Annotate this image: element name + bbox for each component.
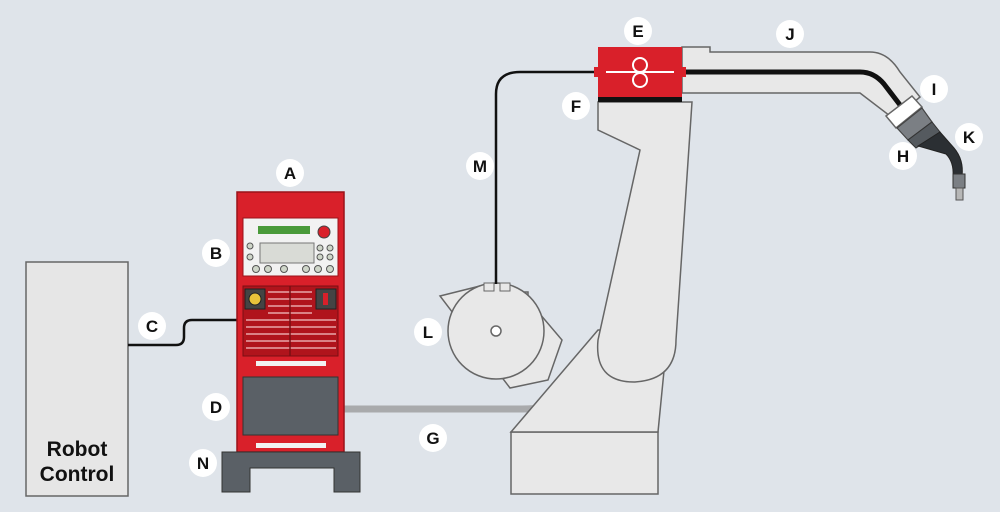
label-G: G <box>419 424 447 452</box>
robot-upper-arm <box>596 101 693 383</box>
label-A: A <box>276 159 304 187</box>
robot-base <box>510 431 659 495</box>
control-cable <box>128 318 240 347</box>
svg-text:G: G <box>426 429 439 448</box>
torch-tip <box>955 187 964 201</box>
label-F: F <box>562 92 590 120</box>
robot-control-cabinet: Robot Control <box>25 261 129 497</box>
label-B: B <box>202 239 230 267</box>
label-D: D <box>202 393 230 421</box>
svg-text:H: H <box>897 147 909 166</box>
svg-text:N: N <box>197 454 209 473</box>
wire-drum <box>438 282 563 389</box>
robot-control-label-line1: Robot <box>47 438 108 461</box>
svg-text:E: E <box>632 22 643 41</box>
label-N: N <box>189 449 217 477</box>
cooling-unit <box>242 376 339 436</box>
label-H: H <box>889 142 917 170</box>
svg-text:F: F <box>571 97 581 116</box>
torch-cable <box>680 69 912 120</box>
svg-text:J: J <box>785 25 794 44</box>
svg-text:C: C <box>146 317 158 336</box>
torch-nozzle <box>952 173 966 189</box>
welding-power-source <box>236 191 345 453</box>
svg-text:M: M <box>473 157 487 176</box>
svg-text:K: K <box>963 128 976 147</box>
robot-control-label-line2: Control <box>40 463 115 486</box>
feeder-mount <box>598 97 682 102</box>
label-M: M <box>466 152 494 180</box>
label-J: J <box>776 20 804 48</box>
svg-text:D: D <box>210 398 222 417</box>
torch-mount <box>884 94 924 130</box>
wire-feeder <box>594 47 686 97</box>
svg-text:I: I <box>932 80 937 99</box>
label-K: K <box>955 123 983 151</box>
label-L: L <box>414 318 442 346</box>
svg-text:A: A <box>284 164 296 183</box>
trolley <box>221 451 361 493</box>
label-I: I <box>920 75 948 103</box>
svg-text:B: B <box>210 244 222 263</box>
wire-conduit <box>494 70 598 284</box>
svg-text:L: L <box>423 323 433 342</box>
label-E: E <box>624 17 652 45</box>
label-C: C <box>138 312 166 340</box>
